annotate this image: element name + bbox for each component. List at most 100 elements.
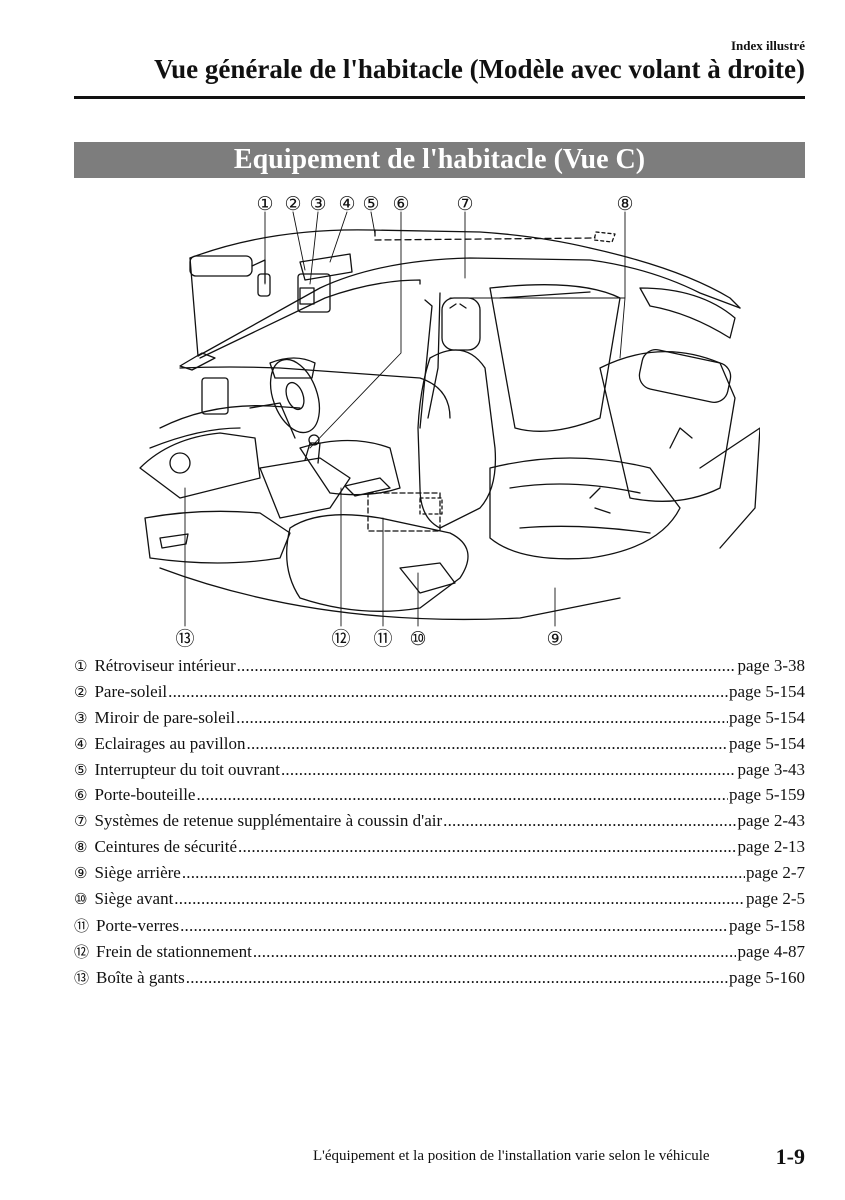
- section-label: Index illustré: [730, 38, 805, 53]
- center-console: [259, 457, 351, 519]
- dot-leader: [247, 734, 728, 754]
- legend-number: ⑧: [74, 838, 88, 857]
- driver-seat: [299, 439, 401, 496]
- dot-leader: [196, 785, 728, 805]
- legend-item: ⑪ Porte-verres page 5-158: [74, 915, 805, 941]
- legend-label: Porte-bouteille: [94, 785, 196, 805]
- dot-leader: [168, 682, 728, 702]
- legend-number: ⑤: [74, 760, 88, 779]
- callout-10: ⑩: [409, 628, 426, 650]
- leader-8: [449, 211, 626, 359]
- legend-label: Siège arrière: [94, 863, 181, 883]
- callout-1: ①: [256, 193, 273, 215]
- callout-4: ④: [338, 193, 355, 215]
- legend-item: ① Rétroviseur intérieur page 3-38: [74, 656, 805, 682]
- rear-window: [639, 287, 736, 339]
- dot-leader: [253, 942, 737, 962]
- rear-roof: [589, 247, 741, 309]
- legend-page-ref: page 2-7: [745, 863, 805, 883]
- page-title: Vue générale de l'habitacle (Modèle avec…: [154, 54, 805, 84]
- sunroof-outline: [374, 229, 596, 241]
- equipment-legend: ① Rétroviseur intérieur page 3-38 ② Pare-so…: [74, 656, 805, 993]
- section-banner: Equipement de l'habitacle (Vue C): [74, 142, 805, 178]
- dashboard: [179, 366, 451, 419]
- legend-page-ref: page 5-154: [728, 707, 805, 727]
- legend-label: Rétroviseur intérieur: [94, 656, 236, 675]
- legend-page-ref: page 5-154: [728, 733, 805, 753]
- legend-item: ⑨ Siège arrière page 2-7: [74, 863, 805, 889]
- legend-label: Frein de stationnement: [96, 941, 252, 961]
- legend-label: Porte-verres: [96, 915, 180, 935]
- legend-number: ②: [74, 682, 88, 701]
- leader-5: [370, 211, 376, 235]
- callout-12: ⑫: [331, 628, 350, 650]
- footer-note: L'équipement et la position de l'install…: [313, 1148, 710, 1164]
- callout-6: ⑥: [392, 193, 409, 215]
- title-divider: [74, 96, 805, 99]
- dot-leader: [186, 968, 728, 988]
- callout-7: ⑦: [456, 193, 473, 215]
- front-seat-cushion: [286, 514, 469, 612]
- parking-brake: [344, 477, 391, 497]
- dot-leader: [174, 889, 745, 909]
- legend-page-ref: page 5-154: [728, 681, 805, 701]
- leader-3: [309, 211, 319, 285]
- legend-label: Eclairages au pavillon: [94, 733, 246, 753]
- rear-headrest: [638, 349, 732, 403]
- leader-2: [292, 211, 306, 271]
- legend-page-ref: page 5-160: [728, 967, 805, 987]
- legend-label: Interrupteur du toit ouvrant: [94, 759, 280, 779]
- rear-seatback: [599, 351, 736, 502]
- callout-11: ⑪: [373, 628, 392, 650]
- legend-number: ⑬: [74, 968, 90, 987]
- legend-page-ref: page 4-87: [737, 941, 805, 961]
- callout-5: ⑤: [362, 193, 379, 215]
- legend-label: Systèmes de retenue supplémentaire à cou…: [94, 811, 443, 831]
- legend-number: ⑨: [74, 864, 88, 883]
- legend-number: ③: [74, 708, 88, 727]
- floor: [159, 567, 621, 621]
- legend-number: ⑦: [74, 812, 88, 831]
- windshield: [199, 279, 421, 359]
- legend-label: Pare-soleil: [94, 681, 168, 701]
- glove-box-area: [139, 432, 261, 499]
- rearview-mirror-shape: [189, 255, 253, 277]
- legend-number: ⑩: [74, 890, 88, 909]
- roof-outline: [189, 229, 591, 259]
- legend-number: ⑪: [74, 916, 90, 935]
- dot-leader: [182, 863, 745, 883]
- legend-page-ref: page 5-158: [728, 915, 805, 935]
- overhead-console: [299, 253, 353, 281]
- legend-item: ⑬ Boîte à gants page 5-160: [74, 967, 805, 993]
- legend-page-ref: page 3-38: [737, 656, 805, 675]
- cup-holder-outline: [367, 492, 441, 532]
- legend-page-ref: page 2-5: [745, 889, 805, 909]
- center-display: [201, 377, 229, 415]
- b-pillar: [419, 299, 433, 429]
- sun-visor-shape: [297, 273, 331, 313]
- dot-leader: [281, 760, 737, 780]
- legend-item: ⑦ Systèmes de retenue supplémentaire à co…: [74, 811, 805, 837]
- cabin-interior-illustration: ① ② ③ ④ ⑤ ⑥ ⑦ ⑧ ⑬ ⑫ ⑪ ⑩ ⑨: [139, 193, 760, 650]
- legend-number: ④: [74, 734, 88, 753]
- front-seat: [417, 349, 497, 529]
- legend-number: ①: [74, 657, 88, 675]
- front-headrest: [441, 297, 481, 351]
- leader-6: [309, 211, 402, 449]
- legend-item: ④ Eclairages au pavillon page 5-154: [74, 734, 805, 760]
- legend-item: ③ Miroir de pare-soleil page 5-154: [74, 708, 805, 734]
- dot-leader: [238, 837, 736, 857]
- rear-seat-cushion: [489, 457, 681, 560]
- banner-title: Equipement de l'habitacle (Vue C): [233, 144, 646, 175]
- dot-leader: [236, 708, 728, 728]
- callout-13: ⑬: [175, 628, 194, 650]
- callout-2: ②: [284, 193, 301, 215]
- callout-9: ⑨: [546, 628, 563, 650]
- a-pillar: [179, 352, 216, 371]
- legend-label: Boîte à gants: [96, 967, 185, 987]
- legend-label: Miroir de pare-soleil: [94, 707, 236, 727]
